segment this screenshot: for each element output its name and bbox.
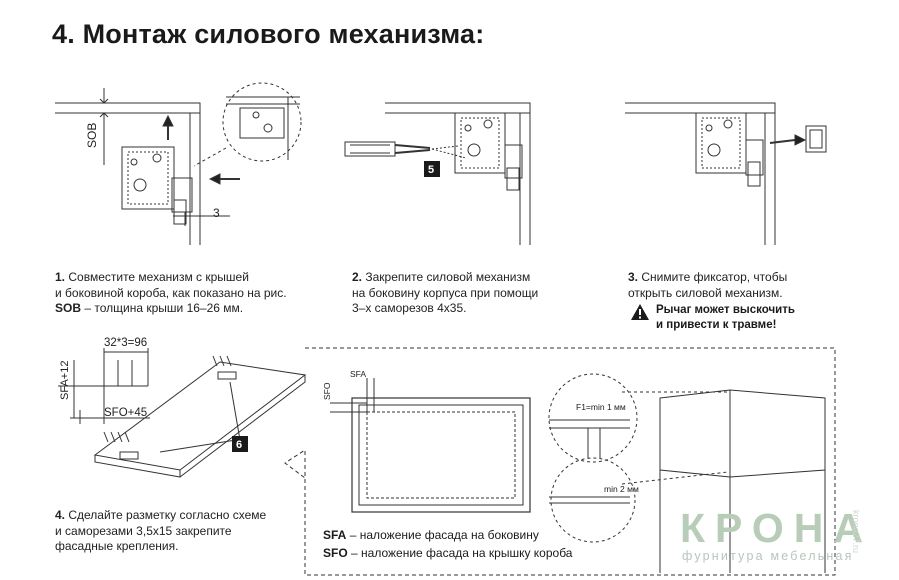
- brand-logo: КРОНА: [680, 505, 873, 551]
- sob-description: – толщина крыши 16–26 мм.: [84, 301, 244, 315]
- sfo-term: SFO: [323, 546, 348, 560]
- screw-count-badge-2: [232, 436, 248, 452]
- step-2-text: 2. Закрепите силовой механизм на боковин…: [352, 270, 538, 317]
- screw-count-label-2: 6: [236, 439, 242, 451]
- step-4-line-1: Сделайте разметку согласно схеме: [68, 508, 267, 522]
- warning-line-2: и привести к травме!: [656, 319, 777, 331]
- step-1-line-2: и боковиной короба, как показано на рис.: [55, 285, 287, 300]
- sfa-label: SFA: [350, 369, 366, 379]
- figure-1-cabinet: [55, 82, 302, 245]
- step-4-text: 4. Сделайте разметку согласно схеме и са…: [55, 508, 266, 555]
- step-3-number: 3.: [628, 270, 639, 284]
- figure-2-cabinet: [344, 102, 531, 245]
- f1-label: F1=min 1 мм: [576, 402, 626, 412]
- section-title: 4. Монтаж силового механизма:: [52, 19, 485, 49]
- sfa-term: SFA: [323, 528, 347, 542]
- step-2-line-1: Закрепите силовой механизм: [365, 270, 531, 284]
- sfo-description: – наложение фасада на крышку короба: [351, 546, 573, 560]
- step-1-line-1: Совместите механизм с крышей: [68, 270, 249, 284]
- brand-tagline: фурнитура мебельная: [682, 549, 854, 563]
- offset-3-label: 3: [213, 206, 220, 220]
- sfo-plus-label: SFO+45: [104, 407, 147, 419]
- sfa-plus-label: SFA+12: [59, 361, 71, 400]
- step-4-line-3: фасадные крепления.: [55, 539, 179, 553]
- figure-4-facade-board: [58, 348, 307, 478]
- step-1-text: 1. Совместите механизм с крышей и бокови…: [55, 270, 287, 317]
- warning-triangle-icon: [631, 304, 649, 320]
- sob-term: SOB: [55, 301, 82, 315]
- sob-label: SOB: [85, 123, 99, 148]
- step-2-line-2: на боковину корпуса при помощи: [352, 285, 539, 300]
- step-3-line-1: Снимите фиксатор, чтобы: [641, 270, 788, 284]
- step-3-line-2: открыть силовой механизм.: [628, 285, 783, 300]
- overlay-legend: SFA – наложение фасада на боковину SFO –…: [323, 526, 572, 562]
- screw-count-label: 5: [428, 164, 434, 176]
- sfa-description: – наложение фасада на боковину: [349, 528, 539, 542]
- step-1-number: 1.: [55, 270, 66, 284]
- overlay-scheme-frame: [284, 347, 836, 576]
- step-2-number: 2.: [352, 270, 363, 284]
- step-4-line-2: и саморезами 3,5х15 закрепите: [55, 523, 232, 538]
- screw-count-badge: [424, 161, 440, 177]
- brand-site: krona27.ru: [851, 510, 861, 554]
- min2-label: min 2 мм: [604, 484, 639, 494]
- warning-note: Рычаг может выскочить и привести к травм…: [630, 303, 795, 333]
- figure-3-cabinet: [625, 102, 827, 245]
- step-3-text: 3. Снимите фиксатор, чтобы открыть силов…: [628, 270, 787, 301]
- step-2-line-3: 3–х саморезов 4х35.: [352, 301, 467, 315]
- step-4-number: 4.: [55, 508, 66, 522]
- sfo-label: SFO: [322, 382, 332, 400]
- warning-line-1: Рычаг может выскочить: [656, 304, 795, 316]
- pitch-label: 32*3=96: [104, 337, 147, 349]
